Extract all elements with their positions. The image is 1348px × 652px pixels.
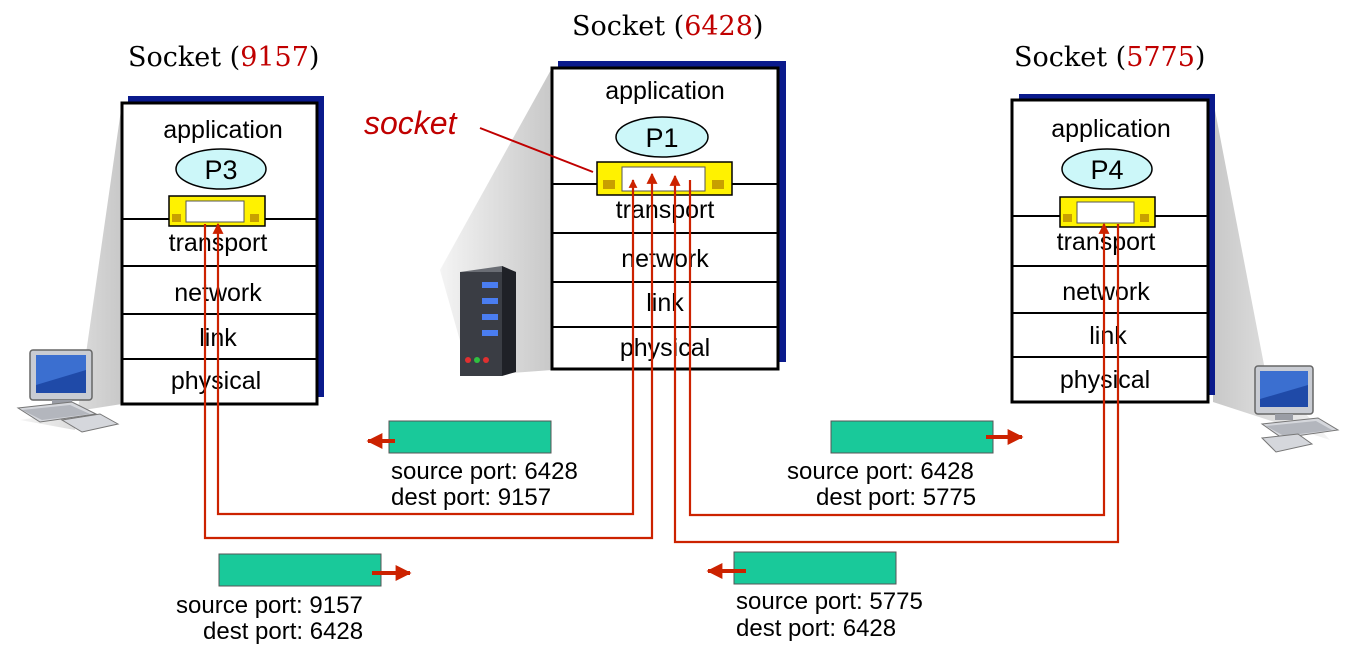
process-p1 [615,116,709,158]
segment-source-port: source port: 9157 [176,592,363,619]
process-p4-label: P4 [1090,155,1123,185]
left-host-beam [20,103,122,430]
socket-callout-label: socket [364,105,458,141]
center-layer-application: application [605,77,725,105]
right-layer-network: network [1062,278,1150,306]
segment-paths [203,172,1120,544]
path-6428-to-9157 [212,179,638,516]
socket-5775-title: Socket (5775) [1014,42,1205,73]
right-layer-application: application [1051,115,1171,143]
socket-9157-title: Socket (9157) [128,42,319,73]
segment-dest-port: dest port: 5775 [816,484,976,511]
path-9157-to-6428 [203,172,658,540]
desktop-computer-icon-right [1254,365,1340,453]
socket-callout-line [479,127,594,173]
center-layer-physical: physical [620,334,710,362]
process-p4 [1061,148,1153,190]
segment-source-port: source port: 6428 [391,458,578,485]
right-layer-link: link [1089,322,1127,350]
socket-6428-title: Socket (6428) [572,11,763,42]
left-host: Socket (9157) application P3 transport n… [120,42,324,406]
segment-source-port: source port: 6428 [787,458,974,485]
segment-source-port: source port: 5775 [736,588,923,615]
desktop-computer-icon-left [16,349,120,433]
segment-9157-to-6428: source port: 9157 dest port: 6428 [176,553,412,645]
segment-6428-to-5775: source port: 6428 dest port: 5775 [787,420,1024,511]
process-p1-label: P1 [645,123,678,153]
server-tower-icon [460,266,516,376]
segment-dest-port: dest port: 6428 [203,618,363,645]
segment-5775-to-6428: source port: 5775 dest port: 6428 [706,551,923,642]
center-layer-network: network [621,245,709,273]
center-layer-transport: transport [616,196,715,224]
path-5775-to-6428 [669,174,1120,544]
segment-dest-port: dest port: 6428 [736,615,896,642]
socket-icon-left [168,195,266,227]
right-host-beam [1213,100,1330,440]
center-server: Socket (6428) application P1 transport n… [550,11,786,371]
segment-6428-to-9157: source port: 6428 dest port: 9157 [366,420,578,511]
path-6428-to-5775 [688,180,1110,517]
right-layer-transport: transport [1057,228,1156,256]
left-layer-physical: physical [171,367,261,395]
socket-icon-right [1059,196,1156,228]
right-host: Socket (5775) application P4 transport n… [1010,42,1215,404]
left-layer-application: application [163,116,283,144]
segment-dest-port: dest port: 9157 [391,484,551,511]
process-p3-label: P3 [204,155,237,185]
socket-icon-center [596,161,733,196]
